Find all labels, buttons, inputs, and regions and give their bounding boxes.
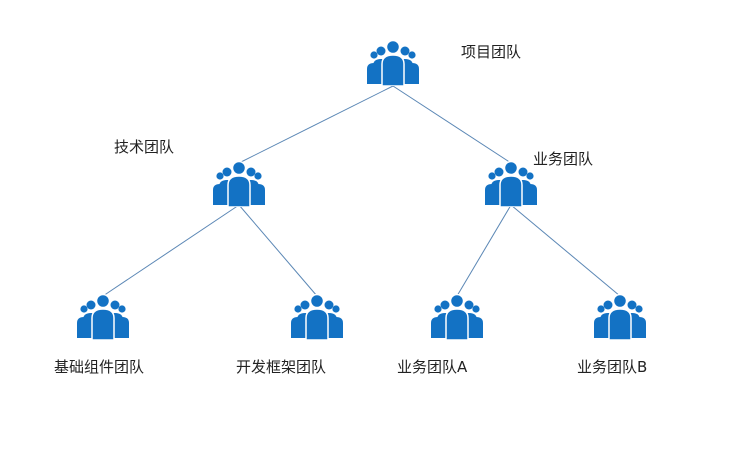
business-team-label: 业务团队 [533,150,594,168]
business-team-b-label: 业务团队B [577,358,648,376]
project-team-icon [367,40,419,86]
edge-project-tech [238,85,394,164]
base-components-team-label: 基础组件团队 [54,358,145,376]
edge-tech-base [102,204,240,297]
framework-team-label: 开发框架团队 [236,358,327,376]
business-team-b-icon [594,294,646,340]
tech-team-icon [213,161,265,207]
business-team-a-label: 业务团队A [397,358,468,376]
edge-tech-framework [238,204,318,297]
edge-business-busb [510,204,621,297]
business-team-icon [485,161,537,207]
business-team-a-icon [431,294,483,340]
project-team-label: 项目团队 [461,43,522,61]
base-components-team-icon [77,294,129,340]
edge-project-business [392,85,512,164]
framework-team-icon [291,294,343,340]
edge-business-busa [456,204,512,297]
tech-team-label: 技术团队 [114,138,175,156]
